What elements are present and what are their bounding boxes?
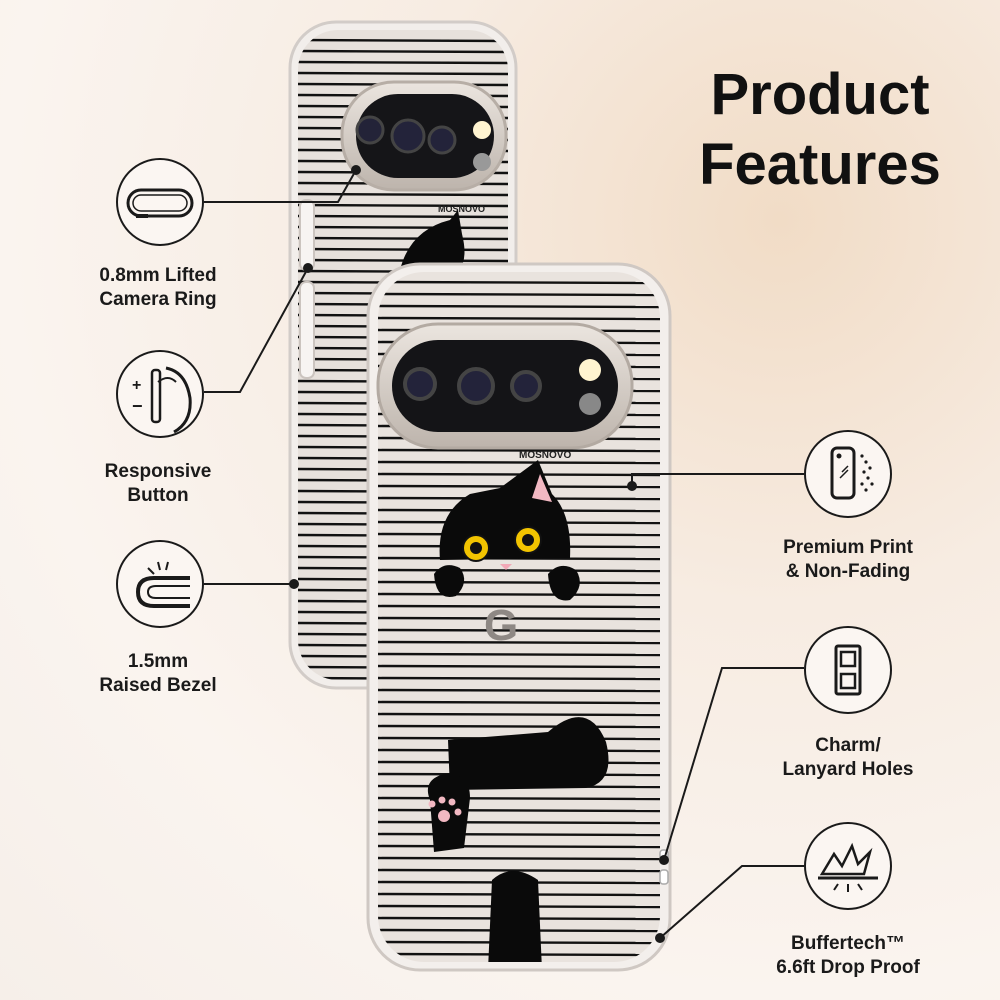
lanyard-hole-icon	[804, 626, 892, 714]
case-stripe	[378, 280, 660, 285]
case-stripe	[378, 832, 660, 837]
title-line-1: Product	[710, 62, 930, 127]
case-stripe	[378, 616, 660, 621]
front-brand-text: MOSNOVO	[519, 450, 571, 461]
case-stripe	[378, 820, 660, 825]
case-stripe	[298, 38, 508, 43]
case-stripe	[378, 628, 660, 633]
case-stripe	[378, 448, 660, 453]
case-stripe	[378, 676, 660, 681]
cat-paw-graphic	[427, 717, 609, 962]
case-stripe	[298, 203, 508, 208]
camera-ring-icon	[116, 158, 204, 246]
case-stripe	[378, 592, 660, 597]
case-stripe	[298, 192, 508, 197]
case-stripe	[378, 868, 660, 873]
front-phone-case: G MOSNOVO	[366, 262, 672, 972]
case-stripe	[378, 796, 660, 801]
button-icon: + −	[116, 350, 204, 438]
case-stripe	[378, 640, 660, 645]
callout-lines	[204, 165, 804, 943]
feature-label-drop-proof: Buffertech™ 6.6ft Drop Proof	[776, 933, 920, 978]
case-stripe	[378, 856, 660, 861]
case-stripe	[378, 688, 660, 693]
case-stripe	[378, 700, 660, 705]
feature-label-camera-ring: 0.8mm Lifted Camera Ring	[99, 265, 217, 310]
case-stripe	[298, 214, 508, 219]
case-stripe	[378, 568, 660, 573]
case-stripe	[298, 225, 508, 230]
case-stripe	[378, 580, 660, 585]
svg-text:+: +	[132, 377, 141, 394]
svg-text:−: −	[132, 396, 143, 416]
case-stripe	[378, 604, 660, 609]
bezel-icon	[116, 540, 204, 628]
feature-label-premium-print: Premium Print & Non-Fading	[783, 537, 913, 582]
case-stripe	[298, 71, 508, 76]
case-stripe	[378, 652, 660, 657]
page-title: Product Features	[680, 60, 960, 200]
case-stripe	[298, 49, 508, 54]
case-stripe	[378, 712, 660, 717]
cat-head-graphic	[434, 460, 580, 601]
case-stripe	[378, 292, 660, 297]
case-stripe	[298, 247, 508, 252]
google-logo: G	[484, 601, 518, 650]
case-stripe	[378, 724, 660, 729]
case-stripe	[378, 664, 660, 669]
case-stripe	[378, 460, 660, 465]
case-stripe	[298, 60, 508, 65]
title-line-2: Features	[699, 132, 941, 197]
case-stripe	[378, 844, 660, 849]
case-stripe	[378, 316, 660, 321]
feature-label-responsive-button: Responsive Button	[104, 461, 212, 506]
feature-label-lanyard-holes: Charm/ Lanyard Holes	[782, 735, 914, 780]
case-stripe	[378, 304, 660, 309]
print-icon	[804, 430, 892, 518]
back-brand-text: MOSNOVO	[438, 204, 485, 214]
case-stripe	[378, 808, 660, 813]
shock-icon	[804, 822, 892, 910]
case-stripe	[298, 236, 508, 241]
feature-label-raised-bezel: 1.5mm Raised Bezel	[99, 651, 217, 696]
